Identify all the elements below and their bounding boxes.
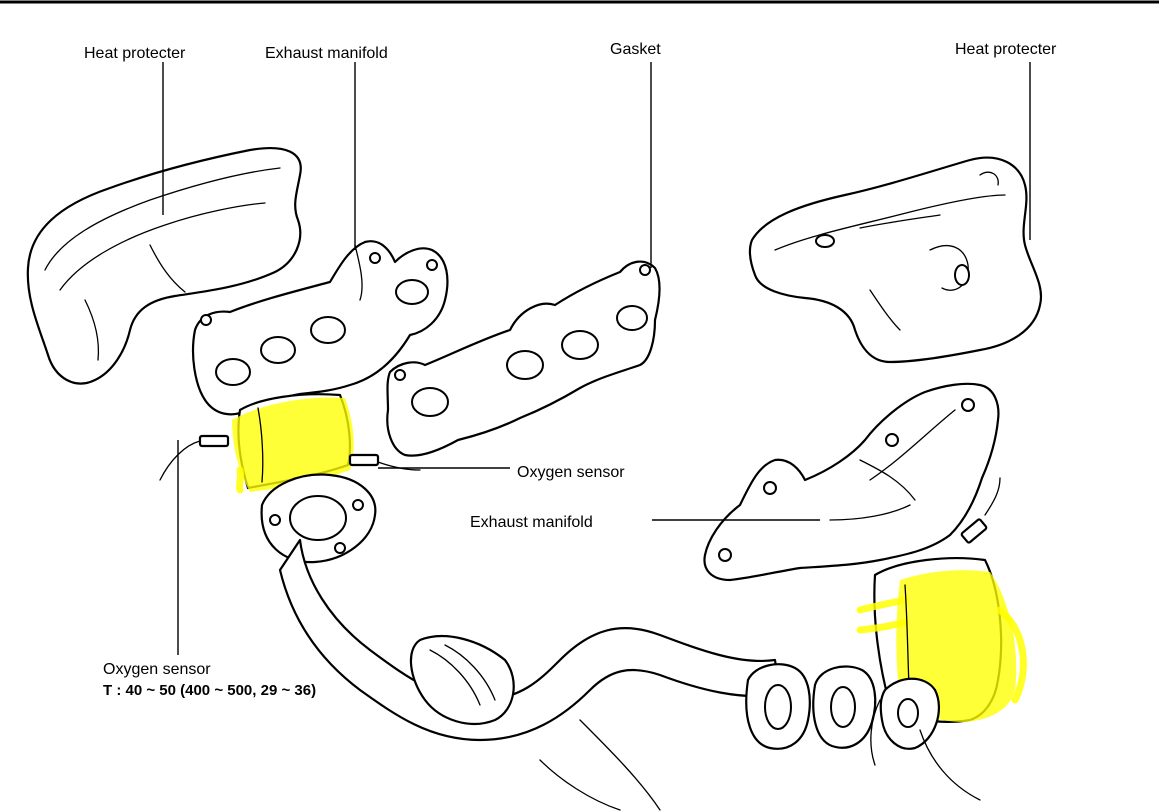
- label-exhaust-manifold-rear: Exhaust manifold: [470, 514, 593, 531]
- front-flange: [260, 473, 377, 564]
- oxygen-sensor-rear: [960, 477, 1001, 544]
- label-heat-protector-left: Heat protecter: [84, 45, 186, 62]
- label-exhaust-manifold-top: Exhaust manifold: [265, 45, 388, 62]
- exhaust-manifold-rear: [703, 382, 1000, 582]
- label-oxygen-sensor-front: Oxygen sensor: [517, 464, 625, 481]
- catalytic-converter-rear: [856, 557, 1027, 801]
- rear-flange-left: [745, 663, 811, 750]
- oxygen-sensor-front-left: [159, 434, 230, 481]
- label-gasket: Gasket: [610, 41, 661, 58]
- label-oxygen-sensor-bottom: Oxygen sensor: [103, 661, 211, 678]
- gasket: [386, 260, 661, 457]
- exhaust-front-pipe: [278, 538, 782, 811]
- rear-flange-right: [812, 665, 877, 749]
- label-heat-protector-right: Heat protecter: [955, 41, 1057, 58]
- exhaust-manifold-front: [191, 240, 449, 416]
- catalytic-converter-front: [232, 393, 354, 494]
- label-torque-spec: T : 40 ~ 50 (400 ~ 500, 29 ~ 36): [103, 682, 316, 699]
- heat-protector-right: [748, 156, 1043, 364]
